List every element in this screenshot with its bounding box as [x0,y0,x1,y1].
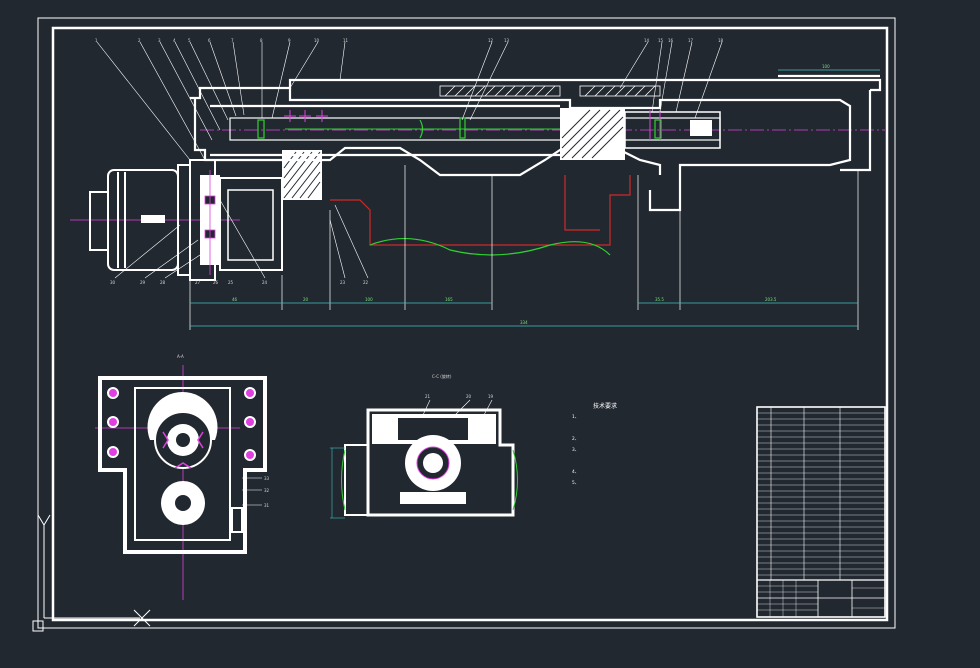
svg-text:5: 5 [188,38,191,43]
svg-text:2: 2 [138,38,141,43]
svg-text:12: 12 [488,38,494,43]
svg-text:28: 28 [160,280,166,285]
svg-text:13: 13 [504,38,510,43]
svg-text:24: 24 [262,280,268,285]
svg-text:7: 7 [231,38,234,43]
svg-text:6: 6 [208,38,211,43]
svg-text:100: 100 [822,64,830,69]
dimension-values: 46 20 100 165 35.5 203.5 334 100 [232,64,830,325]
electric-motor [89,159,216,281]
tech-req-title: 技术要求 [593,402,617,410]
svg-text:4: 4 [173,38,176,43]
svg-text:3、: 3、 [572,447,579,453]
svg-text:30: 30 [110,280,116,285]
housing-hatching [439,85,661,97]
svg-text:10: 10 [314,38,320,43]
svg-text:203.5: 203.5 [765,297,777,302]
gearbox-housing [200,150,322,275]
svg-text:19: 19 [488,394,494,399]
svg-text:21: 21 [425,394,431,399]
svg-text:1: 1 [95,38,98,43]
svg-text:33: 33 [264,476,270,481]
svg-text:165: 165 [445,297,453,302]
svg-text:27: 27 [195,280,201,285]
rack-shaft [229,108,721,160]
svg-text:8: 8 [260,38,263,43]
svg-text:100: 100 [365,297,373,302]
title-block[interactable] [756,406,886,618]
svg-text:26: 26 [213,280,219,285]
svg-text:29: 29 [140,280,146,285]
hidden-housing-outline [330,175,631,256]
svg-text:4、: 4、 [572,469,579,475]
technical-requirements: 技术要求 1、 2、 3、 4、 5、 [572,402,617,486]
svg-text:3: 3 [158,38,161,43]
svg-text:2、: 2、 [572,436,579,442]
svg-text:1、: 1、 [572,414,579,420]
svg-text:11: 11 [343,38,349,43]
section-a-a-title: A-A [177,354,184,359]
svg-text:22: 22 [363,280,369,285]
svg-text:15: 15 [658,38,664,43]
svg-text:25: 25 [228,280,234,285]
svg-text:46: 46 [232,297,238,302]
svg-text:16: 16 [668,38,674,43]
leader-lines [96,41,723,279]
svg-text:14: 14 [644,38,650,43]
ucs-icon [32,514,151,632]
svg-text:334: 334 [520,320,528,325]
section-c-c-view[interactable]: C-C (旋转) 21 20 19 [330,373,518,519]
svg-text:35.5: 35.5 [655,297,664,302]
svg-text:9: 9 [288,38,291,43]
bearing-marks [284,110,661,140]
svg-text:17: 17 [688,38,694,43]
svg-text:23: 23 [340,280,346,285]
housing-outline [98,376,267,554]
section-c-c-title: C-C (旋转) [432,373,452,379]
inner-drawing-frame [51,26,889,622]
part-number-labels: 1 2 3 4 5 6 7 8 9 10 11 12 13 14 15 16 1… [95,38,724,285]
svg-text:32: 32 [264,488,270,493]
section-a-a-view[interactable]: A-A 33 32 31 [95,354,270,600]
svg-text:31: 31 [264,503,270,508]
svg-text:20: 20 [303,297,309,302]
svg-text:5、: 5、 [572,480,579,486]
dimension-lines [190,69,880,327]
svg-text:18: 18 [718,38,724,43]
svg-text:20: 20 [466,394,472,399]
green-seals [257,117,662,139]
main-section-view[interactable]: 1 2 3 4 5 6 7 8 9 10 11 12 13 14 15 16 1… [70,38,885,330]
outer-sheet-border [37,17,896,629]
